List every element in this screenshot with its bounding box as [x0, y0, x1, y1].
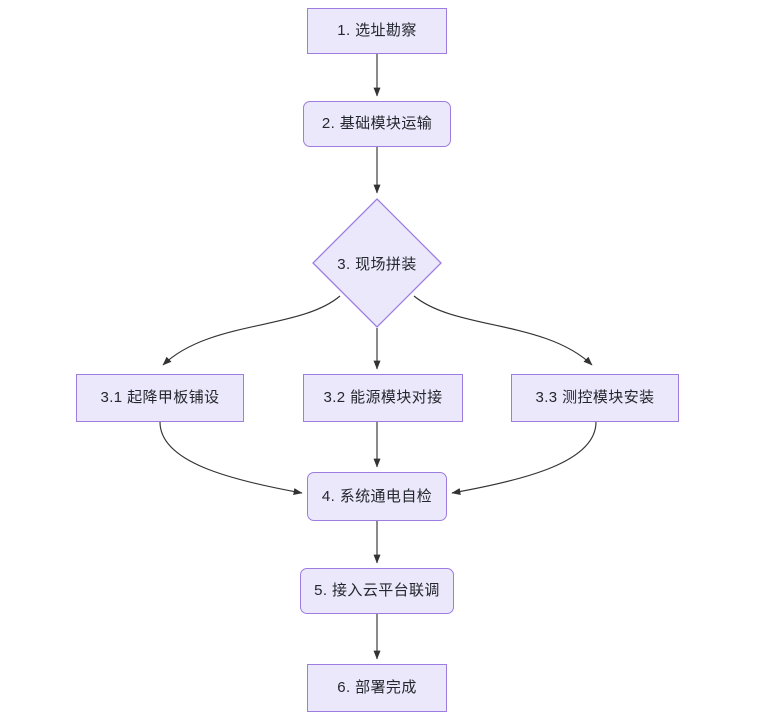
node-label: 4. 系统通电自检 [321, 487, 433, 505]
node-5-cloud-platform-integration[interactable]: 5. 接入云平台联调 [300, 568, 454, 614]
node-6-deployment-complete[interactable]: 6. 部署完成 [307, 664, 447, 712]
node-label: 2. 基础模块运输 [321, 115, 433, 132]
node-3-2-energy-module-docking[interactable]: 3.2 能源模块对接 [303, 374, 463, 422]
node-label: 3. 现场拼装 [337, 255, 417, 273]
node-4-system-power-on-self-test[interactable]: 4. 系统通电自检 [307, 472, 447, 521]
node-2-base-module-transport[interactable]: 2. 基础模块运输 [303, 101, 451, 147]
node-1-site-survey[interactable]: 1. 选址勘察 [307, 8, 447, 54]
node-label: 5. 接入云平台联调 [314, 582, 440, 599]
node-label: 1. 选址勘察 [337, 22, 417, 39]
node-3-3-telemetry-module-install[interactable]: 3.3 测控模块安装 [511, 374, 679, 422]
edge-n33-to-n4 [451, 421, 597, 495]
node-label: 3.1 起降甲板铺设 [100, 389, 220, 406]
node-label: 3.3 测控模块安装 [535, 389, 655, 406]
node-label: 3.2 能源模块对接 [323, 389, 443, 406]
edge-n31-to-n4 [159, 421, 303, 495]
node-label: 6. 部署完成 [337, 679, 417, 696]
node-3-1-landing-deck-laying[interactable]: 3.1 起降甲板铺设 [76, 374, 244, 422]
diamond-shape [312, 198, 442, 328]
node-3-onsite-assembly-decision[interactable]: 3. 现场拼装 [312, 198, 442, 328]
